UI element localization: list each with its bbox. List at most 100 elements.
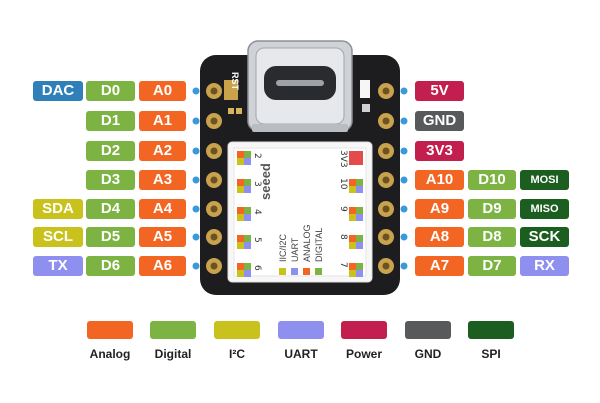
pin-label-a1: A1: [139, 111, 186, 131]
pin-label-d10: D10: [468, 170, 516, 190]
legend-label-gnd: GND: [414, 347, 442, 361]
pin-label-d6: D6: [86, 256, 135, 276]
pin-label-a0: A0: [139, 81, 186, 101]
brand-logo-text: seeed: [258, 163, 273, 200]
legend-swatch-uart: [278, 321, 324, 339]
chip-pin-square: [237, 235, 251, 249]
chip-pin-square: [349, 179, 363, 193]
pin-label-d4: D4: [86, 199, 135, 219]
pin-label-d9: D9: [468, 199, 516, 219]
pointer-dot: [192, 205, 200, 213]
chip-legend-label: DIGITAL: [314, 228, 324, 262]
pin-label-sck: SCK: [520, 227, 569, 247]
chip-legend-swatch: [303, 268, 310, 275]
pointer-dot: [192, 87, 200, 95]
pin-label-rx: RX: [520, 256, 569, 276]
legend-swatch-digital: [150, 321, 196, 339]
chip-pin-number: 2: [252, 153, 262, 159]
pin-label-tx: TX: [33, 256, 83, 276]
pin-label-3v3: 3V3: [415, 141, 464, 161]
chip-legend-label: UART: [290, 237, 300, 262]
pointer-dot: [400, 147, 408, 155]
chip-pin-squares: [237, 151, 363, 277]
pointer-dot: [192, 117, 200, 125]
pin-label-miso: MISO: [520, 199, 569, 219]
chip-legend-label: ANALOG: [302, 224, 312, 262]
legend-swatch-i2c: [214, 321, 260, 339]
pin-label-a8: A8: [415, 227, 464, 247]
chip-pin-number: 3: [252, 181, 262, 187]
legend-label-digital: Digital: [154, 347, 192, 361]
chip-pin-number: 5: [252, 237, 262, 243]
legend-label-spi: SPI: [481, 347, 501, 361]
chip-pin-square: [237, 263, 251, 277]
pointer-dot: [400, 117, 408, 125]
chip-legend-label: IIC/I2C: [278, 233, 288, 262]
chip-pin-square: [237, 207, 251, 221]
chip-pin-number: 10: [338, 178, 348, 190]
chip-pin-square: [349, 235, 363, 249]
pointer-dot: [400, 233, 408, 241]
right-pin-pads: [378, 83, 394, 274]
usb-c-connector: [247, 40, 353, 132]
pin-label-d5: D5: [86, 227, 135, 247]
pin-label-d7: D7: [468, 256, 516, 276]
left-pin-pads: [206, 83, 222, 274]
rst-label: RST: [230, 72, 240, 91]
legend-label-uart: UART: [284, 347, 318, 361]
chip-module: [227, 141, 373, 283]
pin-pointer-dots: [192, 87, 408, 270]
pointer-dot: [400, 87, 408, 95]
pin-label-mosi: MOSI: [520, 170, 569, 190]
pin-label-sda: SDA: [33, 199, 83, 219]
chip-pin-number: 4: [252, 209, 262, 215]
legend-label-power: Power: [345, 347, 382, 361]
legend-label-i2c: I²C: [229, 347, 245, 361]
chip-legend-swatch: [315, 268, 322, 275]
pin-label-a5: A5: [139, 227, 186, 247]
pin-label-a6: A6: [139, 256, 186, 276]
chip-pin-square: [237, 179, 251, 193]
pointer-dot: [192, 147, 200, 155]
pointer-dot: [192, 176, 200, 184]
chip-pin-square: [237, 151, 251, 165]
led: [360, 80, 370, 98]
legend-swatch-analog: [87, 321, 133, 339]
pin-label-a10: A10: [415, 170, 464, 190]
pin-label-d8: D8: [468, 227, 516, 247]
pin-label-scl: SCL: [33, 227, 83, 247]
pointer-dot: [192, 262, 200, 270]
pin-label-5v: 5V: [415, 81, 464, 101]
pin-label-a2: A2: [139, 141, 186, 161]
chip-pin-number: 9: [338, 206, 348, 212]
pin-label-gnd: GND: [415, 111, 464, 131]
pin-label-a4: A4: [139, 199, 186, 219]
pointer-dot: [400, 205, 408, 213]
chip-pin-number: 8: [338, 234, 348, 240]
pointer-dot: [400, 262, 408, 270]
pin-label-d2: D2: [86, 141, 135, 161]
chip-pin-square: [349, 207, 363, 221]
reset-button: [224, 80, 238, 100]
pin-label-a7: A7: [415, 256, 464, 276]
pin-label-d0: D0: [86, 81, 135, 101]
chip-legend-swatch: [291, 268, 298, 275]
chip-pin-square: [349, 151, 363, 165]
chip-pin-square: [349, 263, 363, 277]
pin-label-dac: DAC: [33, 81, 83, 101]
legend-swatch-gnd: [405, 321, 451, 339]
pin-label-a9: A9: [415, 199, 464, 219]
chip-pin-number: 3V3: [338, 150, 348, 168]
legend-swatch-spi: [468, 321, 514, 339]
pointer-dot: [192, 233, 200, 241]
legend-swatch-power: [341, 321, 387, 339]
chip-pin-number: 7: [338, 262, 348, 268]
pin-label-d3: D3: [86, 170, 135, 190]
pin-label-a3: A3: [139, 170, 186, 190]
pointer-dot: [400, 176, 408, 184]
chip-legend-swatch: [279, 268, 286, 275]
legend-label-analog: Analog: [89, 347, 131, 361]
pin-label-d1: D1: [86, 111, 135, 131]
